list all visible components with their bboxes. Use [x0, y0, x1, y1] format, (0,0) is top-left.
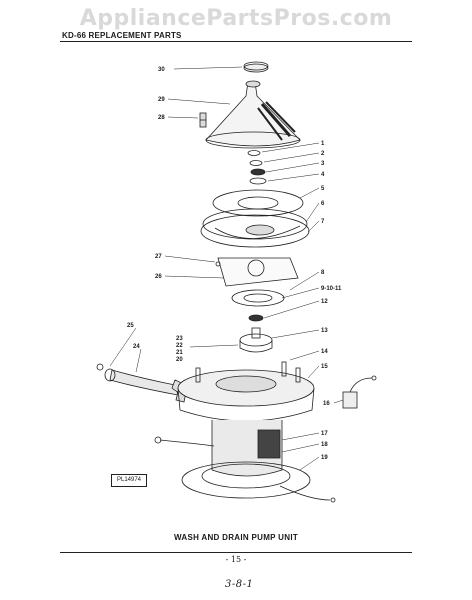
part-13-pump — [239, 327, 273, 353]
callout-28: 28 — [158, 115, 165, 121]
callout-27: 27 — [155, 254, 162, 260]
part-30-cap — [243, 61, 269, 73]
callout-labels: 30 29 28 1 2 3 4 5 6 7 27 26 8 9-10-11 1… — [127, 67, 342, 461]
figure-reference: PL14974 — [111, 474, 147, 487]
callout-13: 13 — [321, 328, 328, 334]
callout-16: 16 — [323, 401, 330, 407]
header-divider — [60, 41, 412, 42]
callout-30: 30 — [158, 67, 165, 73]
part-8-12-seals — [231, 289, 285, 322]
callout-26: 26 — [155, 274, 162, 280]
callout-2: 2 — [321, 151, 325, 157]
callout-6: 6 — [321, 201, 325, 207]
callout-25: 25 — [127, 323, 134, 329]
callout-15: 15 — [321, 364, 328, 370]
part-19-base — [181, 461, 336, 503]
callout-1: 1 — [321, 141, 325, 147]
callout-3: 3 — [321, 161, 325, 167]
figure-caption: WASH AND DRAIN PUMP UNIT — [173, 533, 299, 542]
footer-divider — [60, 552, 412, 553]
callout-5: 5 — [321, 186, 325, 192]
watermark: AppliancePartsPros.com — [79, 6, 393, 31]
handwritten-note: 3-8-1 — [225, 579, 254, 590]
callout-9-10-11: 9-10-11 — [321, 286, 342, 292]
callout-17: 17 — [321, 431, 328, 437]
part-1-4-washers — [247, 150, 267, 185]
callout-18: 18 — [321, 442, 328, 448]
callout-12: 12 — [321, 299, 328, 305]
callout-22: 22 — [176, 343, 183, 349]
part-5-impeller — [212, 189, 304, 217]
page-number: - 15 - — [225, 555, 247, 564]
callout-19: 19 — [321, 455, 328, 461]
part-17-18-motor — [154, 420, 283, 477]
part-6-7-housing — [200, 208, 310, 248]
callout-7: 7 — [321, 219, 325, 225]
callout-21: 21 — [176, 350, 183, 356]
part-28-screw — [199, 112, 207, 128]
leader-lines — [109, 66, 344, 471]
callout-8: 8 — [321, 270, 325, 276]
callout-23: 23 — [176, 336, 183, 342]
part-16-switch — [342, 375, 377, 409]
part-26-27-plate — [215, 257, 299, 287]
callout-29: 29 — [158, 97, 165, 103]
part-29-spray-cone — [205, 80, 301, 149]
page-header: KD-66 REPLACEMENT PARTS — [62, 31, 182, 40]
callout-20: 20 — [176, 357, 183, 363]
part-14-15-pump-body — [177, 361, 315, 422]
part-24-25-drain-hose — [96, 363, 187, 403]
callout-24: 24 — [133, 344, 140, 350]
callout-14: 14 — [321, 349, 328, 355]
callout-4: 4 — [321, 172, 325, 178]
